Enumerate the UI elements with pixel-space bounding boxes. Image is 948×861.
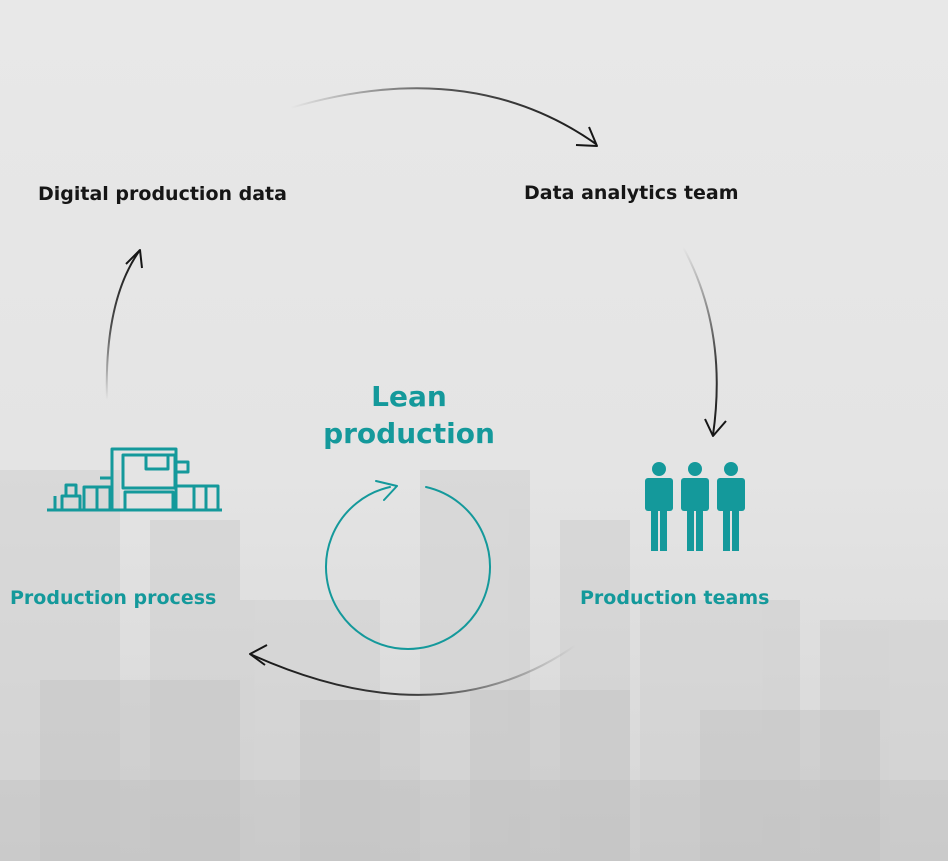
arrow-analytics-to-teams xyxy=(682,246,718,436)
node-digital-production-data: Digital production data xyxy=(38,183,287,205)
arrow-process-to-data xyxy=(105,249,141,401)
arrowhead-process-to-data xyxy=(125,249,143,269)
arrowhead-data-to-analytics xyxy=(575,126,598,147)
center-title-line-1: Lean xyxy=(371,380,447,413)
center-title: Lean production xyxy=(300,378,518,452)
arrow-data-to-analytics xyxy=(289,87,597,145)
arrow-teams-to-process xyxy=(249,644,577,696)
arrowhead-teams-to-process xyxy=(249,644,268,666)
node-production-process: Production process xyxy=(10,587,217,609)
node-data-analytics-team: Data analytics team xyxy=(524,182,739,204)
node-production-teams: Production teams xyxy=(580,587,770,609)
arrowhead-analytics-to-teams xyxy=(704,418,727,437)
center-title-line-2: production xyxy=(323,417,495,450)
